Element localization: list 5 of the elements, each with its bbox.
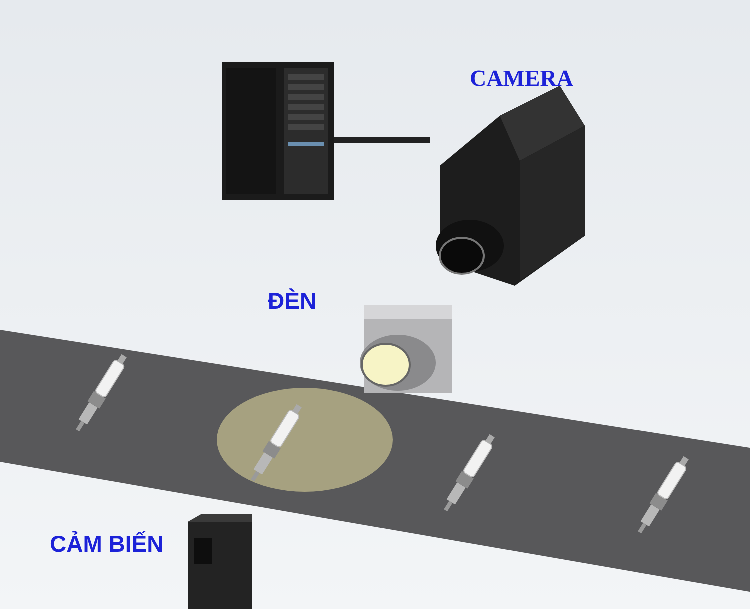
camera-label: CAMERA — [470, 66, 574, 92]
lamp-label: ĐÈN — [268, 288, 317, 314]
computer-tower-drawing — [222, 62, 334, 200]
sensor-label: CẢM BIẾN — [50, 531, 164, 557]
cable — [334, 137, 430, 143]
